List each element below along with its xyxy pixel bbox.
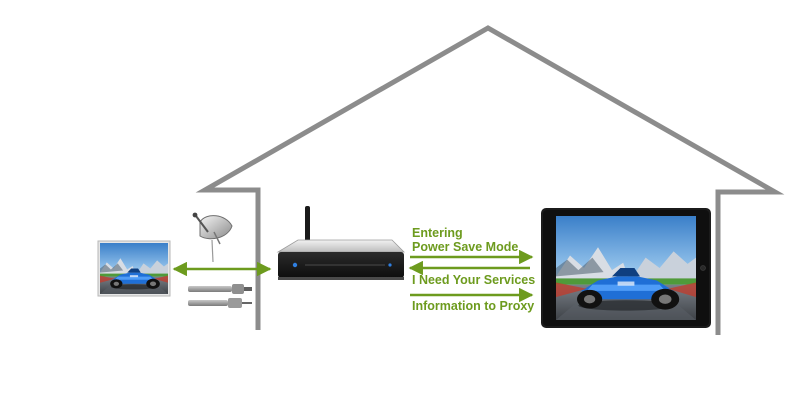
need-services-label: I Need Your Services (412, 273, 535, 287)
house-outline-icon (195, 25, 785, 335)
info-to-proxy-label: Information to Proxy (412, 299, 534, 313)
cable-connector-icon (188, 284, 252, 308)
power-save-label: Power Save Mode (412, 240, 518, 254)
router-icon (276, 206, 405, 280)
tv-icon (97, 240, 171, 297)
message-labels: Entering Power Save Mode I Need Your Ser… (412, 226, 535, 313)
tablet-icon (541, 208, 711, 328)
entering-label: Entering (412, 226, 463, 240)
arrows (172, 249, 534, 303)
satellite-antenna-icon (192, 212, 233, 263)
